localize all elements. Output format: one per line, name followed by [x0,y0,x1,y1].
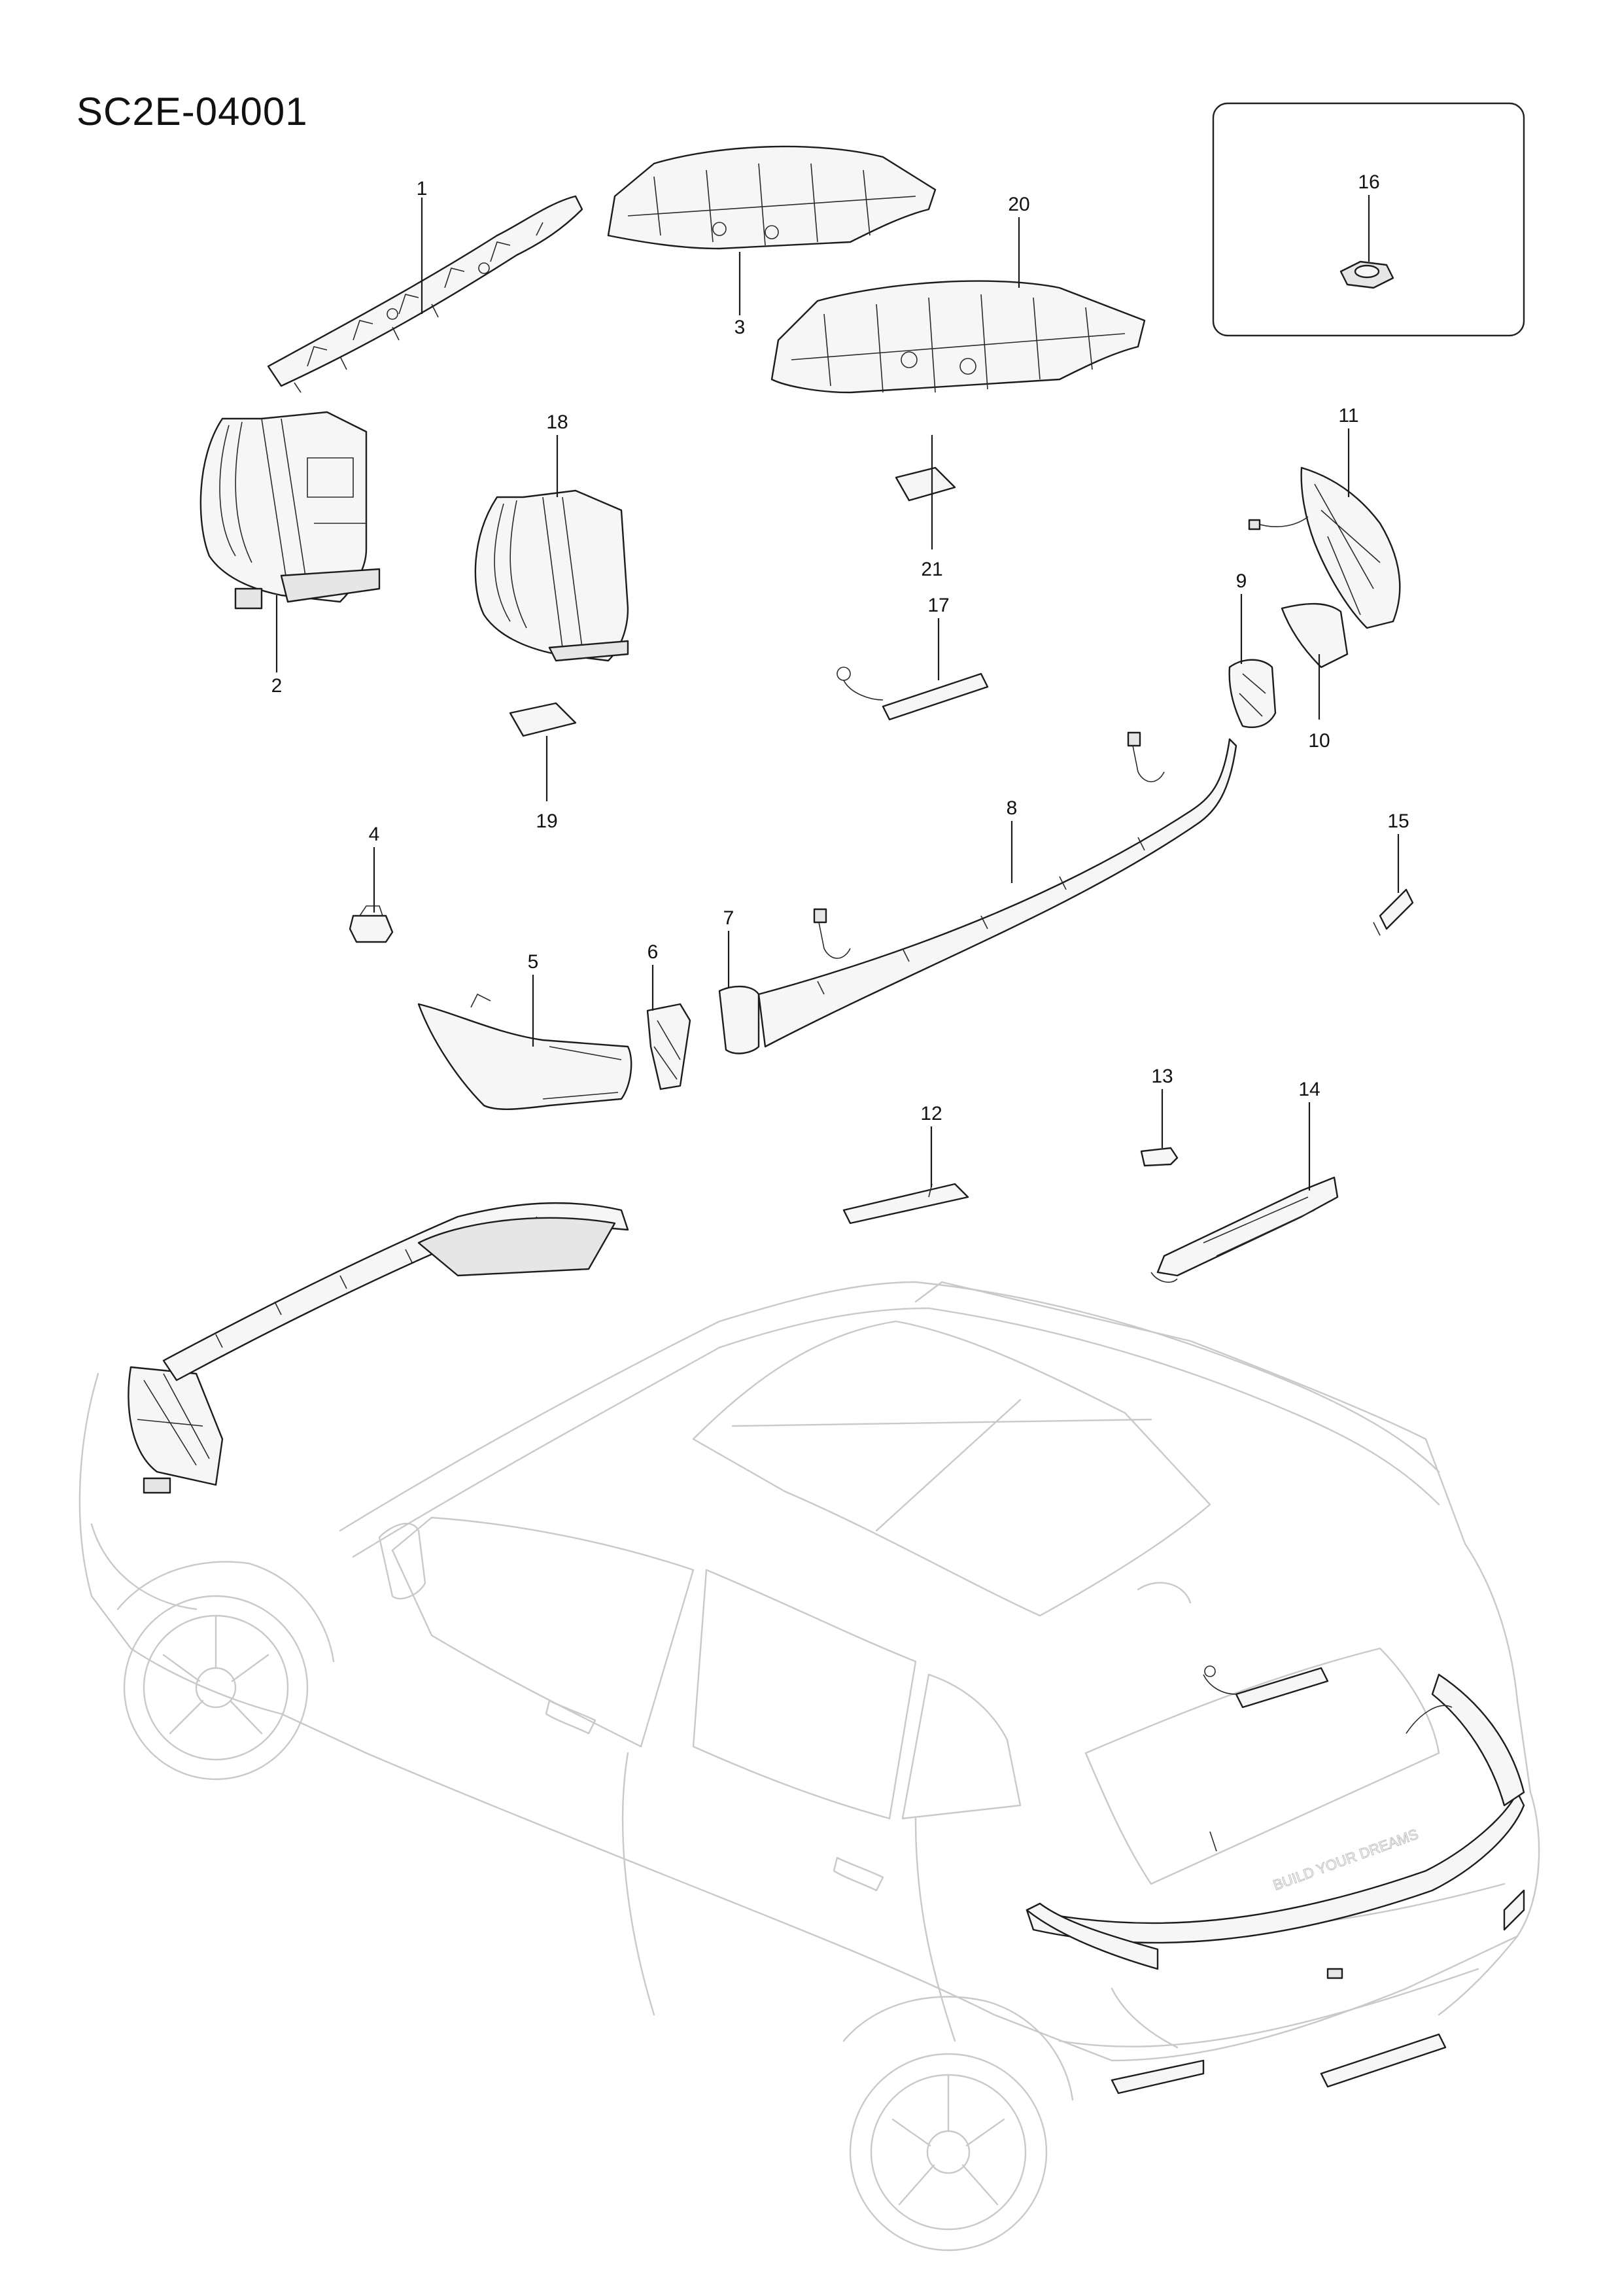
part-21-cover [895,466,956,502]
part-1-front-light-bar [267,195,583,393]
part-3-front-lamp-assembly [607,145,937,250]
callout-10: 10 [1308,730,1330,752]
callout-21: 21 [921,559,942,580]
vehicle-outline: BUILD YOUR DREAMS [78,1281,1540,2252]
part-11-tail-lamp-assembly-right [1248,466,1401,629]
installed-rear-reflectors [1111,1889,1525,2095]
callout-15: 15 [1387,810,1409,832]
callout-1: 1 [417,178,428,200]
part-9-tail-lamp-right-end [1228,659,1277,728]
callout-5: 5 [528,951,539,973]
callout-labels: 1 2 3 4 5 6 7 8 9 10 11 12 13 14 15 16 1… [271,171,1409,1124]
callout-8: 8 [1007,797,1018,819]
part-17-high-mount-stop-lamp [837,667,989,721]
callout-6: 6 [647,941,659,963]
diagram-code: SC2E-04001 [77,90,308,133]
callout-20: 20 [1008,194,1029,215]
part-18-headlamp [474,489,629,662]
part-6-side-lamp [646,1003,691,1090]
part-14-rear-fog-lamp [1150,1176,1339,1283]
installed-front-headlamp [128,1366,224,1494]
callout-9: 9 [1236,570,1247,592]
callout-3: 3 [734,317,746,338]
part-10-lens [1281,602,1349,669]
callout-4: 4 [369,824,380,845]
callout-14: 14 [1298,1079,1320,1100]
part-7-end-cap [718,985,760,1054]
callout-2: 2 [271,675,283,697]
part-15-bracket [1373,888,1414,936]
callout-19: 19 [536,810,557,832]
leader-lines [275,195,1400,1191]
callout-17: 17 [927,595,949,616]
callout-13: 13 [1151,1066,1173,1087]
installed-high-mount-stop-lamp [1203,1665,1329,1709]
installed-front-light-strip [162,1202,629,1382]
callout-7: 7 [723,907,734,929]
part-20-lamp-assembly [770,280,1146,394]
part-12-reflector [842,1183,969,1225]
part-13-clip [1140,1147,1179,1167]
part-16-nut [1339,260,1394,289]
callout-11: 11 [1338,405,1358,426]
installed-rear-light-bar [1026,1673,1525,1970]
part-8-rear-light-bar [757,731,1237,1048]
part-4-clip [349,905,394,943]
callout-12: 12 [920,1103,942,1124]
part-2-front-headlamp [199,411,381,610]
callout-18: 18 [546,411,568,433]
part-5-tail-lamp-left [417,993,632,1110]
callout-16: 16 [1358,171,1379,193]
part-19-cover [509,702,577,737]
